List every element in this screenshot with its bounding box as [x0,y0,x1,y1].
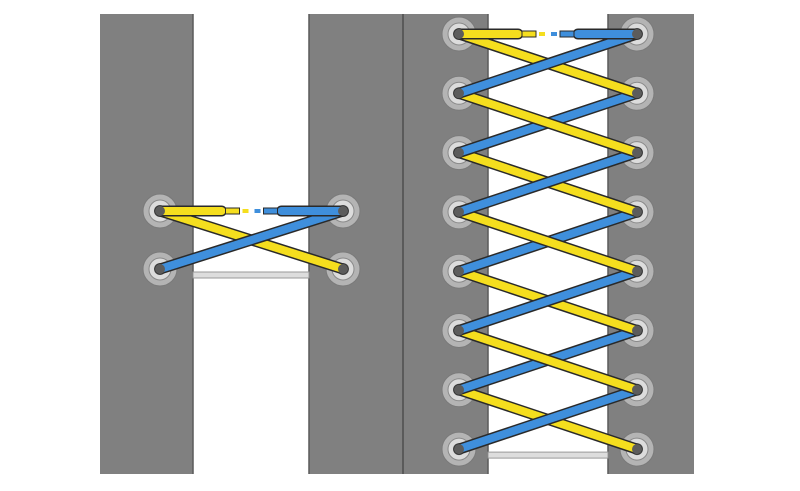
lace-yellow-segment [455,326,641,394]
aglet-tip-blue [551,32,557,36]
eyelet-hole-top [632,444,642,455]
eyelet-hole-top [454,325,464,336]
eyelet-hole-top [454,384,464,395]
eyelet-hole-top [632,29,642,39]
eyelet-hole-top [454,29,464,39]
eyelet-hole-top [632,325,642,336]
aglet-tip-blue [254,209,261,213]
lace-blue-segment [455,267,641,335]
lace-blue-segment [455,385,641,454]
eyelet-hole-top [454,88,464,99]
eyelet-hole-top [632,147,642,158]
aglet-tip-yellow [242,209,249,213]
eyelet-hole-top [155,264,165,274]
eyelet-hole-top [454,206,464,217]
lacing-diagram-short [142,193,361,287]
aglet-blue [263,207,278,215]
eyelet-hole-top [632,266,642,277]
bottom-bar [487,451,609,459]
eyelet-hole-top [632,88,642,99]
eyelet-hole-top [338,264,348,274]
eyelet-hole-top [454,147,464,158]
lace-blue-segment [455,148,641,216]
aglet-yellow [225,207,240,215]
lace-blue-segment [455,30,641,98]
eyelet-hole-top [155,206,165,216]
aglet-blue [559,30,575,38]
lace-yellow-segment [455,89,641,157]
aglet-yellow [521,30,537,38]
eyelet-hole-top [632,384,642,395]
lace-yellow-segment [455,207,641,276]
aglet-tip-yellow [539,32,545,36]
eyelet-hole-top [454,444,464,455]
lacing-diagram-long [441,16,655,467]
lace-blue-segment [156,207,347,273]
eyelet-hole-top [338,206,348,216]
bottom-bar [192,271,310,279]
eyelet-hole-top [454,266,464,277]
eyelet-hole-top [632,206,642,217]
